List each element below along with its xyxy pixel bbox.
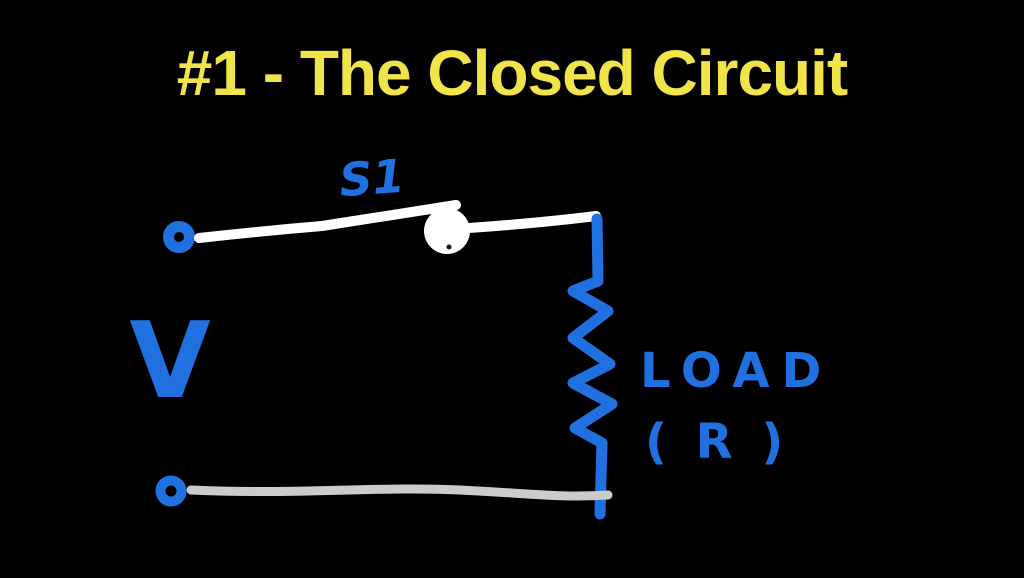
bottom-wire [186,484,613,501]
page-title: #1 - The Closed Circuit [176,37,848,109]
resistor-zigzag [567,213,618,520]
bottom-terminal [155,475,187,507]
top-right-wire [464,211,601,233]
top-terminal [163,221,195,253]
load-label: LOAD [640,343,833,399]
load-ref-label: ( R ) [645,414,789,470]
switch-contact [424,208,470,254]
voltage-source-label: V [129,300,210,422]
switch-contact-dot [446,244,452,250]
switch-label: S1 [337,149,406,207]
top-wire-and-switch-blade [194,200,461,243]
